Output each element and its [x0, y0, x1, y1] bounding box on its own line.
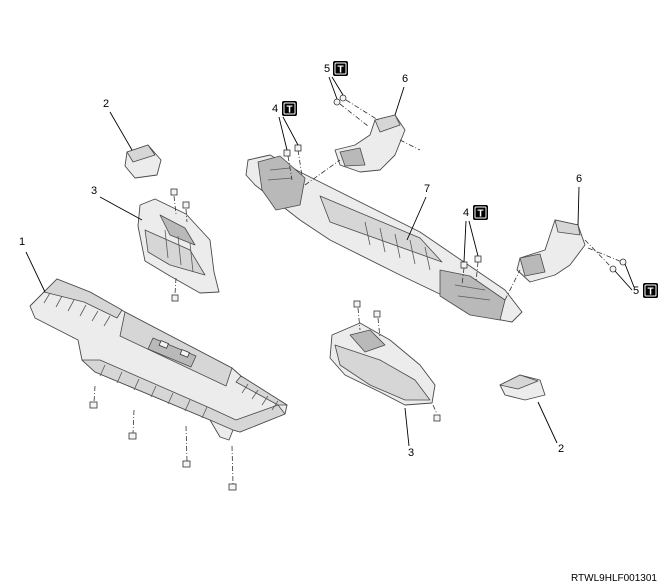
bracket-right: [504, 219, 623, 301]
leader-lines: [25, 76, 635, 447]
callout-6-right: 6: [576, 173, 582, 185]
nuts-5-right: [609, 258, 627, 273]
callout-2-upper: 2: [103, 98, 109, 110]
step-tread-ribs: [43, 292, 279, 419]
callout-6-upper: 6: [402, 73, 408, 85]
callout-5-upper: 5: [324, 63, 330, 75]
torque-icon: T: [473, 205, 488, 220]
torque-icon-label: T: [477, 209, 483, 220]
nuts-5-upper: [333, 94, 347, 106]
torque-icon: T: [643, 283, 658, 298]
callout-1: 1: [19, 236, 25, 248]
corner-cap-upper: [124, 144, 162, 179]
torque-icon: T: [333, 61, 348, 76]
callout-2-lower: 2: [558, 443, 564, 455]
callout-7: 7: [424, 183, 430, 195]
figure-code: RTWL9HLF001301: [571, 573, 657, 584]
torque-icon: T: [282, 101, 297, 116]
end-cap-left: [137, 188, 220, 302]
bracket-upper: [304, 99, 421, 186]
bolts-4-right: [460, 255, 482, 286]
torque-icon-label: T: [337, 65, 343, 76]
callout-4-right: 4: [463, 207, 469, 219]
lower-bolts: [89, 385, 237, 491]
torque-icon-label: T: [647, 287, 653, 298]
corner-cap-lower: [499, 374, 546, 401]
callout-4-upper: 4: [272, 103, 278, 115]
torque-icon-label: T: [286, 105, 292, 116]
callout-3-left: 3: [91, 185, 97, 197]
callout-3-lower: 3: [408, 447, 414, 459]
bolts-4-upper: [283, 144, 303, 181]
end-cap-right: [329, 300, 441, 422]
callout-5-right: 5: [633, 285, 639, 297]
reinforcement-beam: [245, 154, 523, 323]
step-bumper-part: [29, 278, 288, 441]
